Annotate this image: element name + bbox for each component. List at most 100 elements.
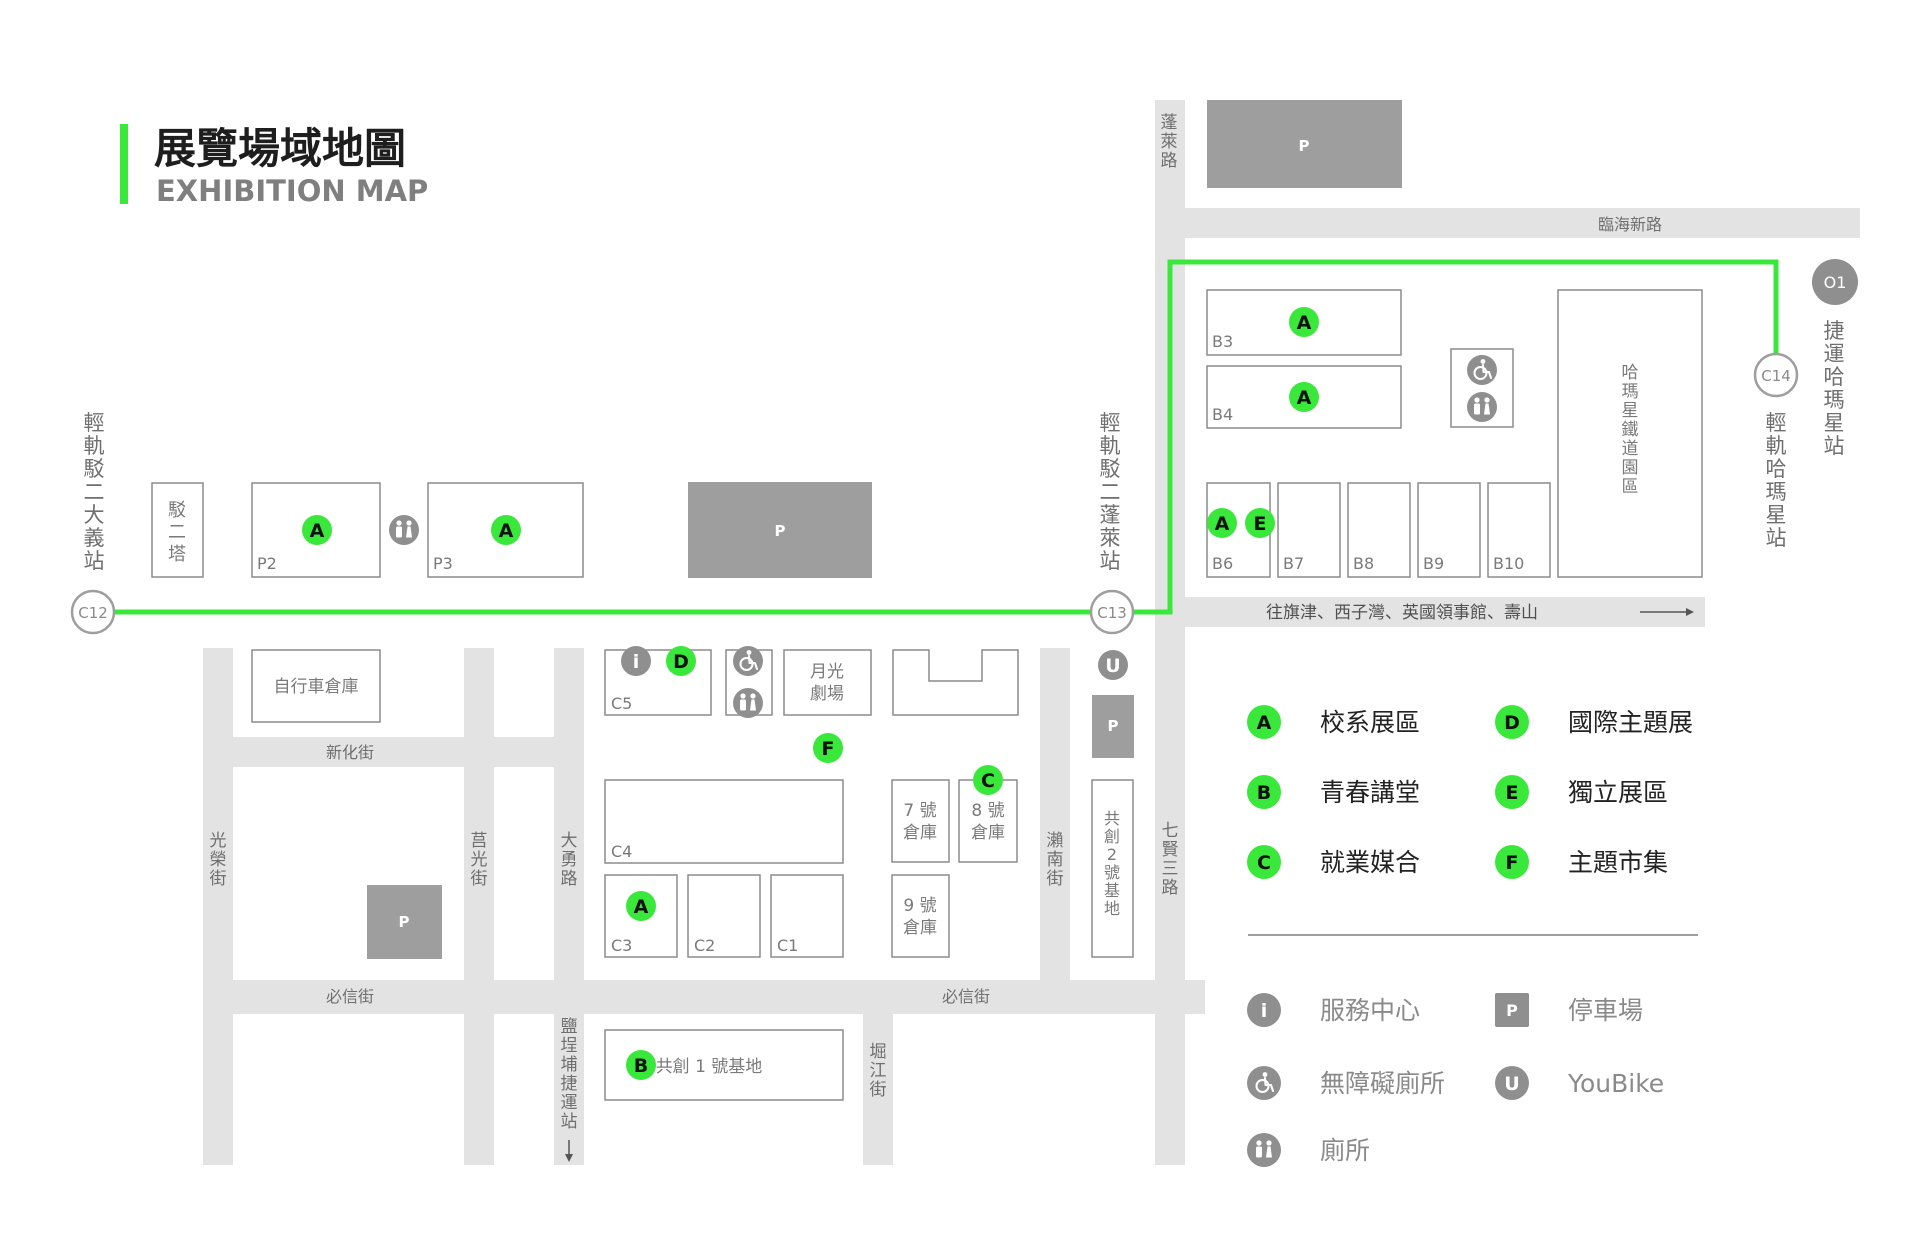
street-dayong: 大勇路	[561, 831, 578, 889]
parking-lots: P P P P	[367, 100, 1402, 959]
marker-a-c3	[626, 891, 656, 921]
street-linhai: 臨海新路	[1598, 215, 1662, 234]
restroom-icon-c-area	[733, 688, 763, 718]
street-juguang: 莒光街	[471, 831, 488, 889]
label-b3: B3	[1212, 332, 1233, 351]
svg-text:i: i	[633, 651, 640, 673]
legend-restroom-icon	[1247, 1133, 1281, 1167]
legend-icon-label: 廁所	[1320, 1136, 1370, 1165]
station-c13	[1089, 589, 1135, 635]
building-labels: P2 P3 B3 B4 B6 B7 B8 B9 B10 自行車倉庫 C5 C4 …	[257, 332, 1524, 1077]
marker-a-p2-letter: A	[310, 520, 325, 542]
label-c1: C1	[777, 936, 798, 955]
road-linhai	[1185, 208, 1860, 238]
street-labels: 臨海新路 往旗津、西子灣、英國領事館、壽山 新化街 必信街 必信街	[326, 215, 1662, 1006]
marker-c-warehouse8-letter: C	[981, 770, 995, 792]
building-c4	[604, 779, 844, 864]
label-b10: B10	[1493, 554, 1524, 573]
page-subtitle: EXHIBITION MAP	[156, 174, 428, 208]
label-warehouse8: 8 號倉庫	[971, 801, 1005, 843]
legend-marker-d	[1495, 705, 1529, 739]
label-base1: 共創 1 號基地	[656, 1057, 763, 1077]
road-rainan	[1040, 648, 1070, 980]
road-xinhua	[233, 737, 554, 767]
svg-text:U: U	[1504, 1073, 1519, 1095]
building-base2	[1091, 779, 1134, 958]
label-b4: B4	[1212, 405, 1233, 424]
street-xinhua: 新化街	[326, 743, 374, 762]
road-dayong	[554, 648, 584, 1165]
legend-marker-letter: D	[1504, 712, 1520, 734]
street-yanchengpu: 鹽埕埔捷運站	[561, 1017, 578, 1132]
label-hamasen: 哈瑪星鐵道園區	[1622, 363, 1639, 497]
building-b7	[1277, 482, 1341, 578]
road-juguang	[464, 648, 494, 1165]
building-hamasen	[1557, 289, 1703, 578]
legend-icon-label: YouBike	[1567, 1069, 1664, 1098]
label-p3: P3	[433, 554, 453, 573]
marker-a-c3-letter: A	[634, 896, 649, 918]
legend-info-icon: i	[1247, 993, 1281, 1027]
wrapped-labels: 輕軌駁二大義站輕軌駁二蓬萊站輕軌哈瑪星站捷運哈瑪星站蓬萊路光榮街莒光街大勇路瀨南…	[84, 113, 1845, 1162]
building-c2	[687, 874, 761, 958]
legend-label-a: 校系展區	[1320, 708, 1420, 737]
marker-b-base1	[626, 1050, 656, 1080]
buildings	[151, 289, 1703, 1101]
label-bike-warehouse: 自行車倉庫	[274, 677, 359, 697]
parking-lot-north	[1207, 100, 1402, 188]
light-rail-line	[93, 259, 1779, 615]
building-b10	[1487, 482, 1551, 578]
marker-a-p3-letter: A	[499, 520, 514, 542]
legend-label-e: 獨立展區	[1568, 778, 1668, 807]
station-c13-name: 輕軌駁二蓬萊站	[1100, 411, 1121, 573]
restroom-icon-b-area	[1467, 392, 1497, 422]
street-toward: 往旗津、西子灣、英國領事館、壽山	[1266, 603, 1538, 623]
building-tower	[151, 482, 204, 578]
street-jue: 堀江街	[870, 1042, 887, 1100]
building-moonlight	[783, 649, 872, 716]
legend-marker-letter: F	[1506, 852, 1519, 874]
label-b8: B8	[1353, 554, 1374, 573]
marker-d-c5	[666, 646, 696, 676]
marker-a-b3	[1289, 307, 1319, 337]
street-qixian: 七賢三路	[1162, 821, 1179, 898]
down-arrow-head	[565, 1154, 573, 1162]
marker-f-plaza	[813, 733, 843, 763]
svg-text:U: U	[1105, 655, 1120, 677]
label-c4: C4	[611, 842, 632, 861]
direction-arrow	[1640, 608, 1694, 616]
page-title: 展覽場域地圖	[154, 124, 406, 173]
road-bixin	[233, 980, 1205, 1014]
building-warehouse7	[891, 779, 950, 863]
label-b6: B6	[1212, 554, 1233, 573]
street-rainan: 瀨南街	[1047, 830, 1064, 889]
label-c2: C2	[694, 936, 715, 955]
label-p2: P2	[257, 554, 277, 573]
legend-marker-e	[1495, 775, 1529, 809]
legend-marker-letter: A	[1257, 712, 1272, 734]
wheelchair-icon-c-area	[733, 646, 763, 676]
building-wshape	[892, 649, 1019, 716]
legend-marker-letter: E	[1506, 782, 1519, 804]
legend-icon-label: 無障礙廁所	[1320, 1069, 1445, 1098]
marker-e-b6-letter: E	[1254, 513, 1267, 535]
road-toward	[1185, 597, 1705, 627]
marker-e-b6	[1245, 508, 1275, 538]
street-bixin-west: 必信街	[326, 987, 374, 1006]
restroom-icon-p2p3	[389, 515, 419, 545]
legend-wheelchair-icon	[1247, 1066, 1281, 1100]
building-warehouse9	[891, 874, 950, 958]
parking-lot-southwest-label: P	[399, 913, 410, 931]
station-c14	[1753, 352, 1799, 398]
legend-marker-f	[1495, 845, 1529, 879]
legend-label-b: 青春講堂	[1320, 778, 1420, 807]
label-warehouse9: 9 號倉庫	[903, 896, 937, 938]
station-c12	[70, 589, 116, 635]
roads	[203, 100, 1860, 1165]
label-c5: C5	[611, 694, 632, 713]
